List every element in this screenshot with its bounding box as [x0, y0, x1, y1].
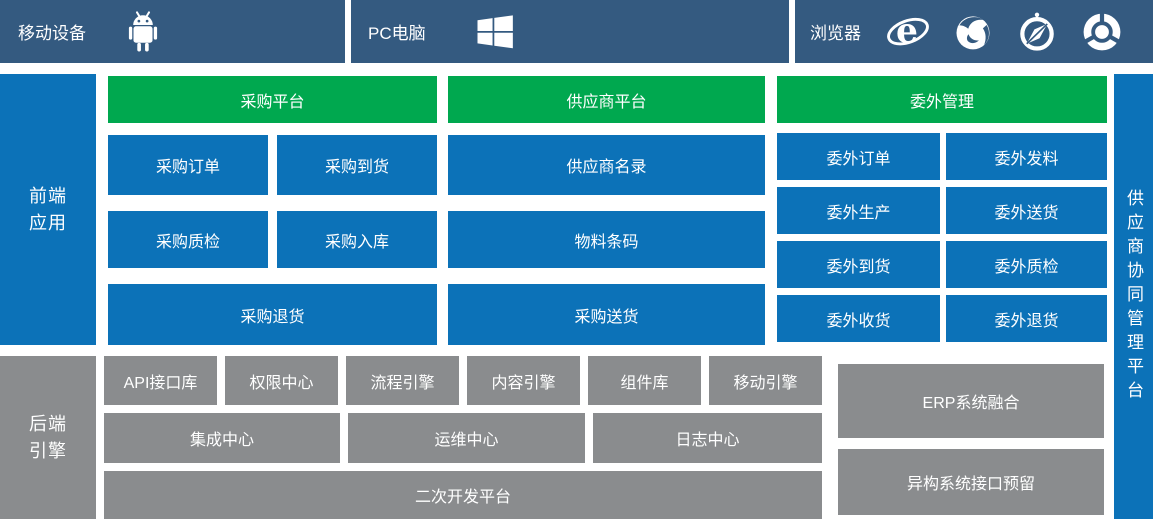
chrome-icon	[1079, 9, 1125, 55]
node-erp-integration: ERP系统融合	[838, 364, 1104, 438]
node-outsourcing-material-issue: 委外发料	[946, 133, 1107, 180]
node-purchase-return: 采购退货	[108, 284, 437, 345]
outsourcing-management-header: 委外管理	[777, 76, 1107, 123]
svg-text:e: e	[896, 11, 918, 51]
node-purchase-arrival: 采购到货	[277, 135, 437, 195]
node-supplier-directory: 供应商名录	[448, 135, 765, 195]
node-purchase-delivery: 采购送货	[448, 284, 765, 345]
backend-sidebar-label: 后端引擎	[29, 413, 67, 461]
node-outsourcing-arrival: 委外到货	[777, 241, 940, 288]
frontend-sidebar-label: 前端应用	[29, 185, 67, 233]
node-purchase-warehousing: 采购入库	[277, 211, 437, 268]
node-secondary-dev-platform: 二次开发平台	[104, 471, 822, 519]
windows-icon	[474, 11, 516, 53]
node-material-barcode: 物料条码	[448, 211, 765, 268]
safari-icon	[1015, 10, 1059, 54]
node-ops-center: 运维中心	[348, 413, 585, 463]
topbar-pc: PC电脑	[351, 0, 789, 63]
right-platform-bar: 供应商协同管理平台	[1114, 74, 1153, 519]
backend-sidebar: 后端引擎	[0, 356, 96, 519]
topbar-pc-label: PC电脑	[368, 24, 426, 43]
firefox-icon	[951, 10, 995, 54]
topbar-browser-label: 浏览器	[810, 24, 861, 43]
node-content-engine: 内容引擎	[467, 356, 580, 405]
node-outsourcing-receipt: 委外收货	[777, 295, 940, 342]
procurement-platform-header: 采购平台	[108, 76, 437, 123]
topbar-mobile: 移动设备	[0, 0, 345, 63]
node-purchase-qc: 采购质检	[108, 211, 268, 268]
node-outsourcing-return: 委外退货	[946, 295, 1107, 342]
node-outsourcing-qc: 委外质检	[946, 241, 1107, 288]
android-icon	[124, 9, 162, 55]
node-api-library: API接口库	[104, 356, 217, 405]
node-outsourcing-production: 委外生产	[777, 187, 940, 234]
right-platform-bar-label: 供应商协同管理平台	[1124, 188, 1143, 405]
node-log-center: 日志中心	[593, 413, 822, 463]
topbar-browser: 浏览器 e	[795, 0, 1153, 63]
node-heterogeneous-interface: 异构系统接口预留	[838, 449, 1104, 515]
node-component-library: 组件库	[588, 356, 701, 405]
node-purchase-order: 采购订单	[108, 135, 268, 195]
node-integration-center: 集成中心	[104, 413, 340, 463]
supplier-platform-header: 供应商平台	[448, 76, 765, 123]
node-outsourcing-delivery: 委外送货	[946, 187, 1107, 234]
node-outsourcing-order: 委外订单	[777, 133, 940, 180]
node-mobile-engine: 移动引擎	[709, 356, 822, 405]
topbar-mobile-label: 移动设备	[18, 24, 86, 43]
node-permission-center: 权限中心	[225, 356, 338, 405]
node-workflow-engine: 流程引擎	[346, 356, 459, 405]
frontend-sidebar: 前端应用	[0, 74, 96, 345]
ie-icon: e	[885, 9, 931, 55]
